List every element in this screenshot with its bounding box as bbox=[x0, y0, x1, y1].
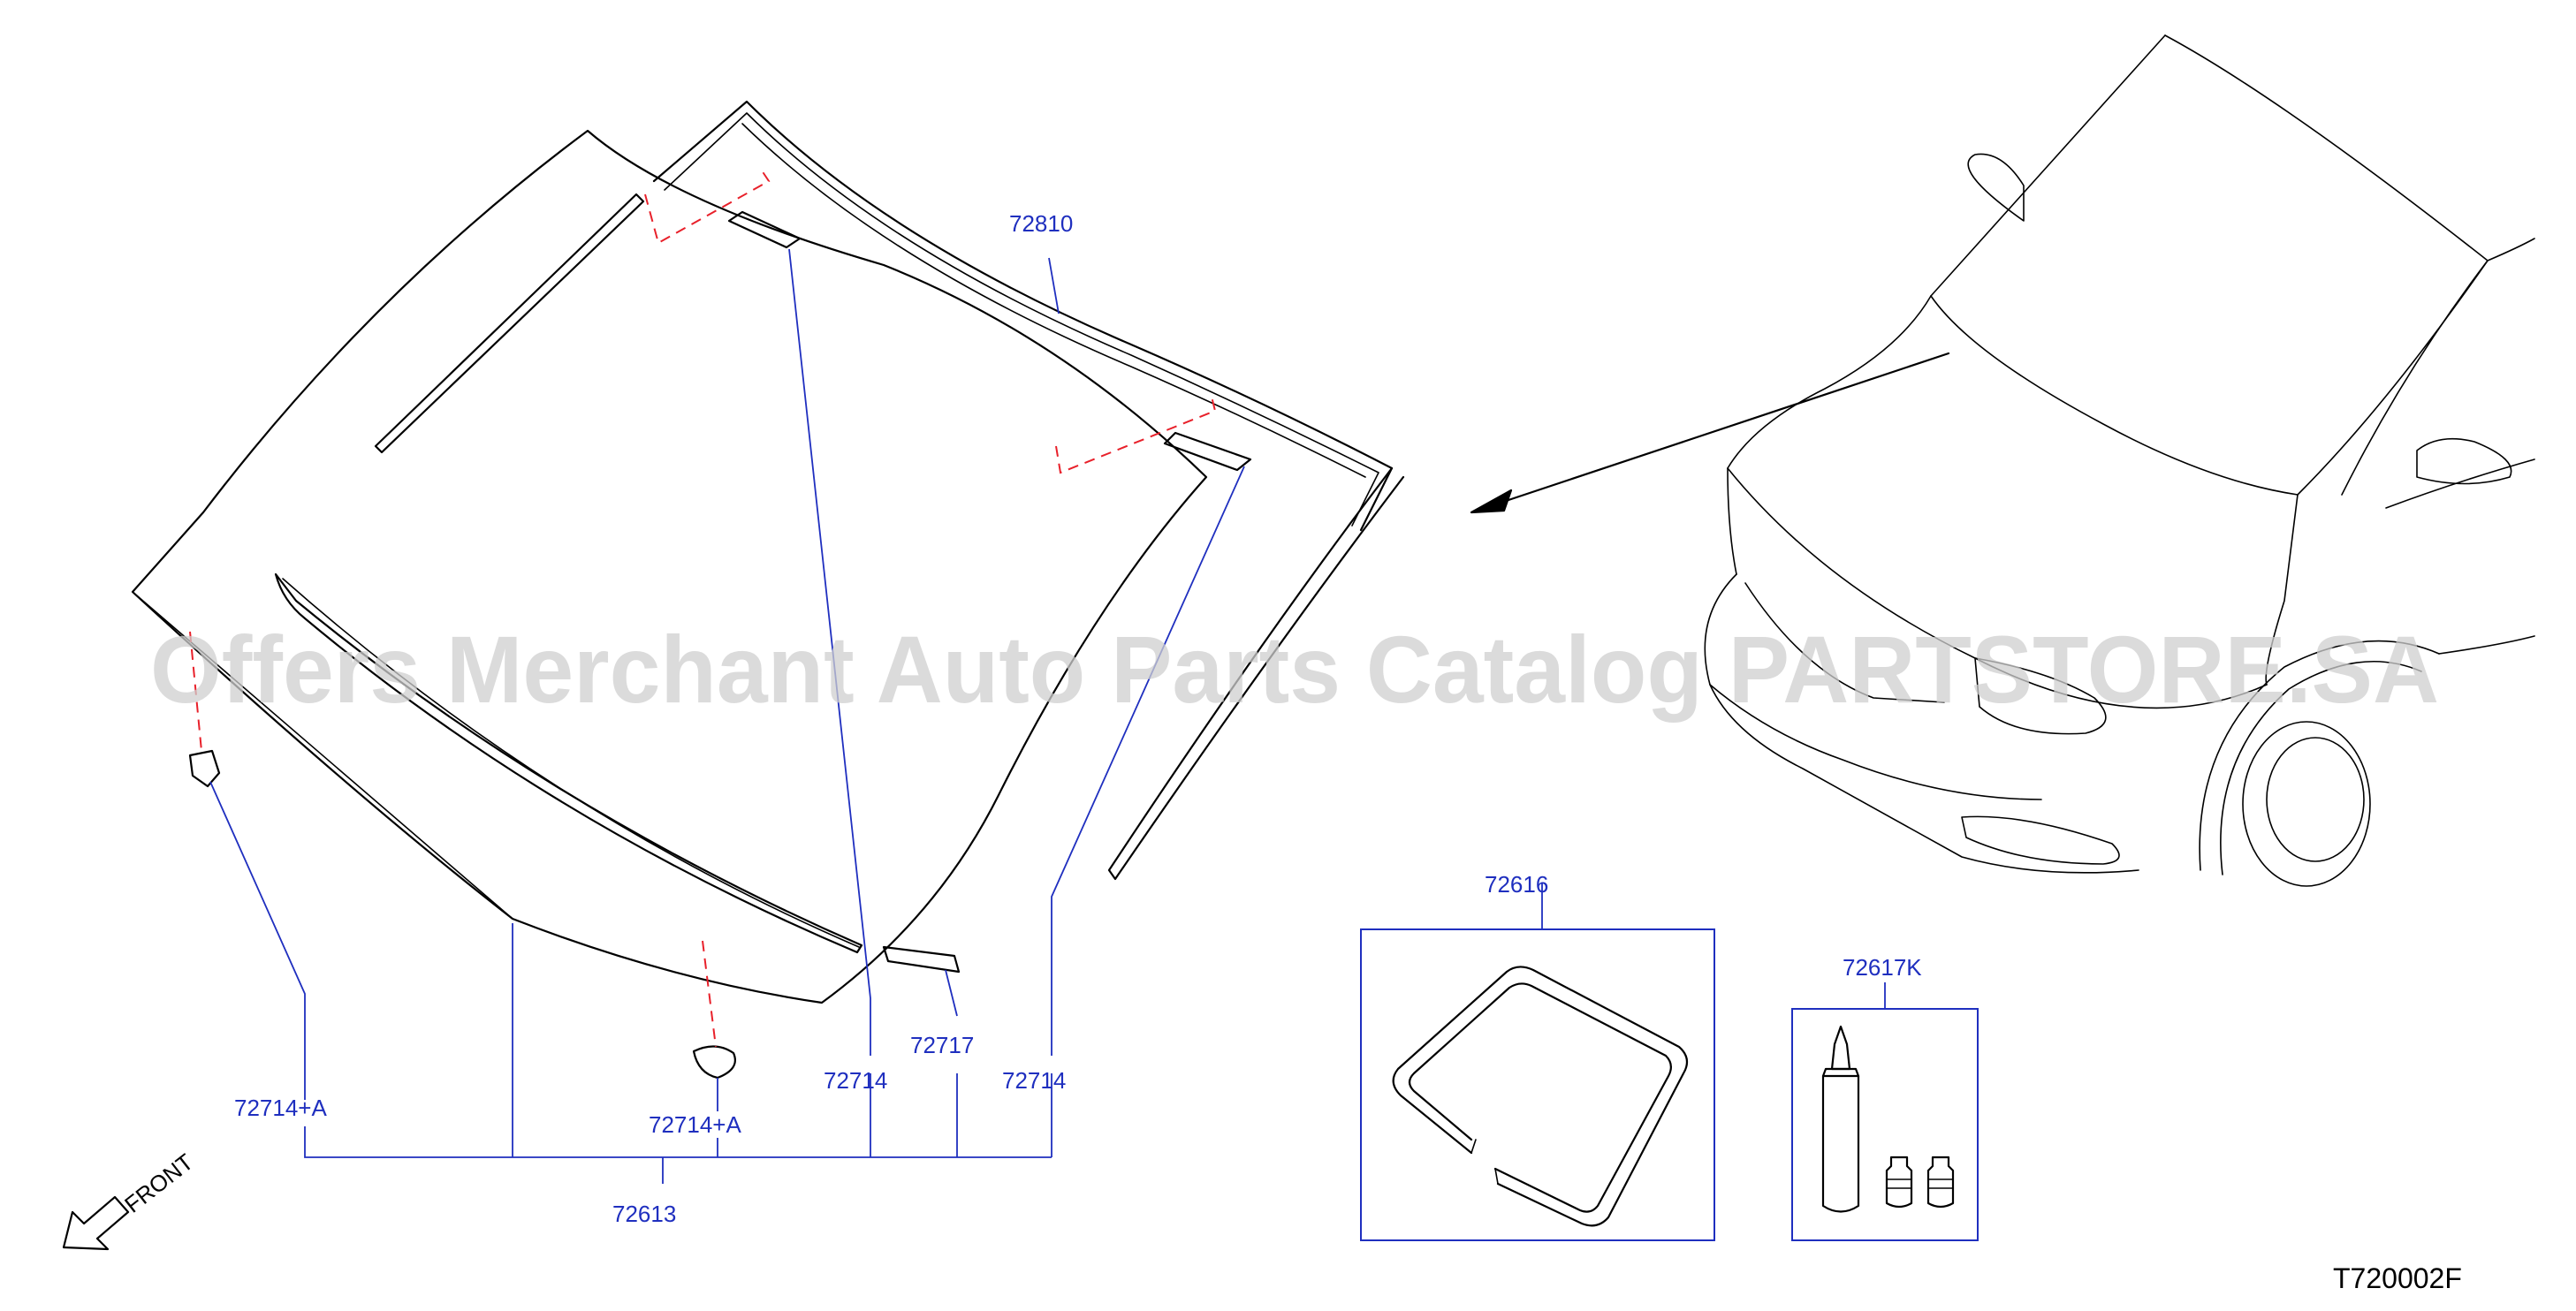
lower-moulding-inner bbox=[282, 578, 860, 948]
front-label: FRONT bbox=[119, 1148, 198, 1218]
windshield-glass[interactable] bbox=[131, 129, 1208, 1004]
upper-clip-right[interactable] bbox=[1163, 431, 1252, 472]
label-72613[interactable]: 72613 bbox=[612, 1201, 676, 1227]
end-cap-72717[interactable] bbox=[882, 945, 961, 974]
front-indicator: FRONT bbox=[62, 1148, 198, 1251]
upper-moulding-inner bbox=[664, 112, 1379, 527]
upper-moulding-inner2 bbox=[741, 123, 1366, 478]
callout-lines bbox=[209, 248, 1886, 1184]
reference-code: T720002F bbox=[2333, 1262, 2462, 1294]
vehicle-reference-view bbox=[1470, 34, 2535, 887]
part-labels: 72810 72714+A 72714+A 72714 72717 72714 … bbox=[234, 210, 1922, 1227]
label-72616[interactable]: 72616 bbox=[1485, 871, 1548, 898]
upper-moulding-72810[interactable] bbox=[652, 100, 1394, 532]
windshield-seal-inner bbox=[1408, 982, 1672, 1213]
primer-bottle-left[interactable] bbox=[1885, 1156, 1913, 1209]
hidden-lines bbox=[189, 167, 1217, 1048]
label-72714-center[interactable]: 72714 bbox=[824, 1067, 887, 1094]
adhesive-box-72617k bbox=[1791, 1008, 1979, 1241]
adhesive-tube[interactable] bbox=[1830, 1025, 1851, 1071]
windshield-inner-edge bbox=[132, 591, 513, 920]
label-72714-right[interactable]: 72714 bbox=[1002, 1067, 1066, 1094]
clip-center[interactable] bbox=[692, 1045, 736, 1080]
label-72617k[interactable]: 72617K bbox=[1843, 954, 1922, 981]
front-arrow-icon bbox=[62, 1195, 130, 1251]
label-72717[interactable]: 72717 bbox=[910, 1032, 974, 1058]
side-moulding-left[interactable] bbox=[374, 193, 645, 454]
label-72714a-left[interactable]: 72714+A bbox=[234, 1095, 327, 1121]
seal-box-72616 bbox=[1360, 928, 1715, 1241]
lower-moulding[interactable] bbox=[274, 572, 863, 954]
upper-clip-left[interactable] bbox=[727, 210, 802, 249]
clip-left[interactable] bbox=[188, 749, 221, 788]
view-direction-arrow bbox=[1483, 352, 1950, 510]
label-72714a-center[interactable]: 72714+A bbox=[649, 1111, 741, 1138]
side-moulding-right[interactable] bbox=[1107, 466, 1405, 881]
windshield-seal[interactable] bbox=[1392, 966, 1689, 1227]
watermark-text: Offers Merchant Auto Parts Catalog PARTS… bbox=[150, 616, 2439, 723]
label-72810[interactable]: 72810 bbox=[1009, 210, 1073, 237]
primer-bottle-right[interactable] bbox=[1926, 1156, 1955, 1209]
windshield-assembly bbox=[131, 100, 1405, 1080]
